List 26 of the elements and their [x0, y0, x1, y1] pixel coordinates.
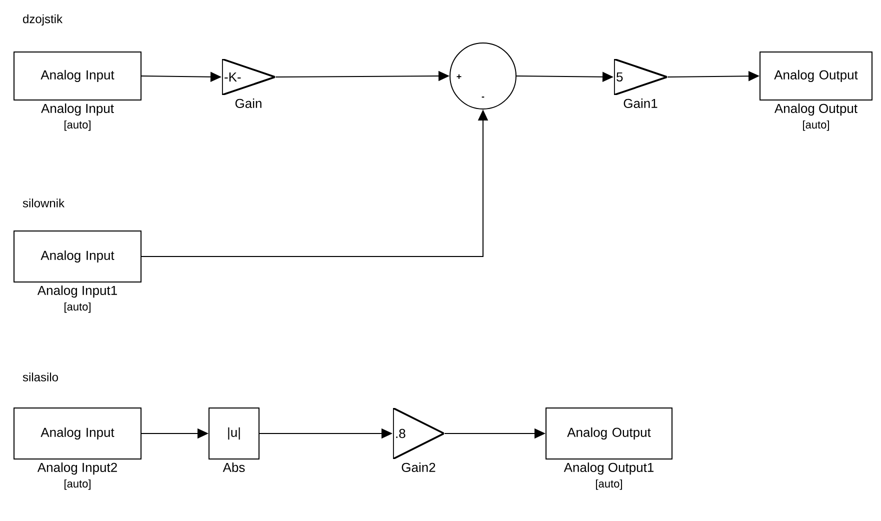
- gain-triangle: 5: [614, 59, 667, 95]
- block-note: [auto]: [803, 120, 829, 131]
- block-note: [auto]: [64, 302, 90, 313]
- section-label: silasilo: [22, 372, 58, 382]
- block-box: Analog Input: [14, 230, 142, 282]
- block-box: Analog Output: [760, 52, 872, 100]
- block-note: [auto]: [64, 480, 90, 490]
- block-label: Abs: [222, 462, 245, 472]
- gain-triangle: -K-: [222, 59, 275, 95]
- block-box: Analog Output: [546, 407, 672, 460]
- section-label: silownik: [22, 198, 65, 208]
- block-label: Analog Input1: [37, 285, 117, 298]
- gain-triangle: .8: [393, 408, 444, 459]
- block-label: Analog Output: [774, 103, 858, 116]
- section-label: dzojstik: [23, 14, 63, 26]
- block-label: Gain: [235, 98, 262, 108]
- block-label: Gain2: [402, 462, 436, 472]
- block-box: Analog Input: [14, 407, 142, 460]
- block-label: Analog Input2: [37, 462, 117, 475]
- block-label: Gain1: [624, 98, 658, 108]
- block-label: Analog Output1: [564, 462, 654, 475]
- block-box: Analog Input: [14, 52, 142, 100]
- block-box: |u|: [208, 407, 260, 460]
- block-note: [auto]: [596, 480, 622, 490]
- block-note: [auto]: [64, 120, 90, 131]
- block-label: Analog Input: [41, 103, 114, 116]
